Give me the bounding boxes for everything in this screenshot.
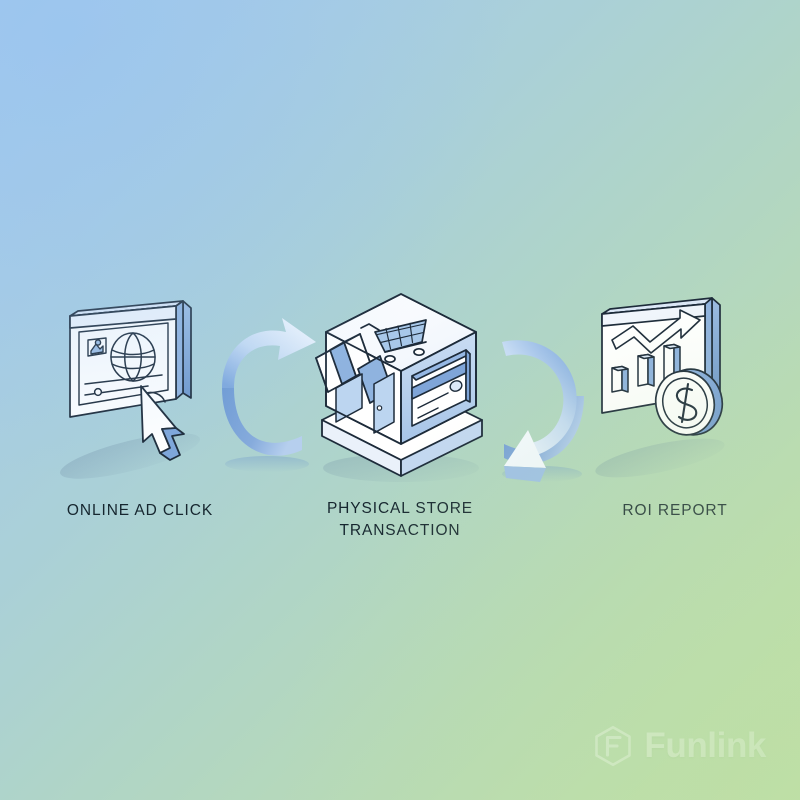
curved-arrow-icon xyxy=(212,318,322,478)
watermark-brand-text: Funlink xyxy=(644,726,766,765)
watermark: Funlink xyxy=(591,724,766,768)
browser-ad-cursor-icon xyxy=(52,278,242,479)
hexagon-f-logo-icon xyxy=(591,724,635,768)
curved-arrow-icon xyxy=(484,326,594,486)
step-physical-store-transaction[interactable] xyxy=(306,272,496,482)
step-roi-report[interactable] xyxy=(588,282,748,482)
connector-2 xyxy=(484,326,594,486)
storefront-icon xyxy=(306,272,501,484)
step-online-ad-click[interactable] xyxy=(52,278,232,479)
step-label-online-ad-click: ONLINE AD CLICK xyxy=(66,502,214,519)
connector-1 xyxy=(212,318,322,478)
roi-report-icon xyxy=(588,282,753,482)
step-label-roi-report: ROI REPORT xyxy=(622,502,728,519)
step-label-physical-store-transaction: PHYSICAL STORE TRANSACTION xyxy=(326,500,474,540)
